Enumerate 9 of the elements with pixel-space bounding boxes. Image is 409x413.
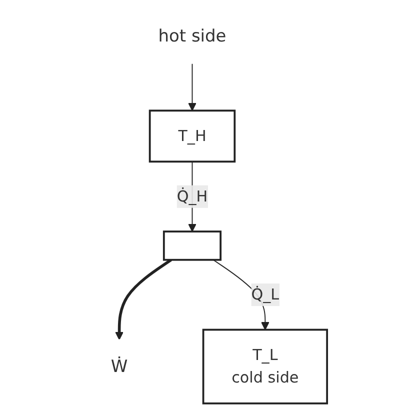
node-box: T_H	[148, 110, 236, 163]
node-text: Ẇ	[110, 356, 128, 377]
node-text: hot side	[158, 26, 226, 46]
arrow	[188, 62, 196, 111]
edge-label: Q̇_H	[176, 187, 208, 206]
node-box: T_L cold side	[202, 328, 328, 404]
node-box	[162, 230, 222, 261]
arrow	[114, 258, 172, 340]
edge-label: Q̇_L	[250, 285, 279, 304]
